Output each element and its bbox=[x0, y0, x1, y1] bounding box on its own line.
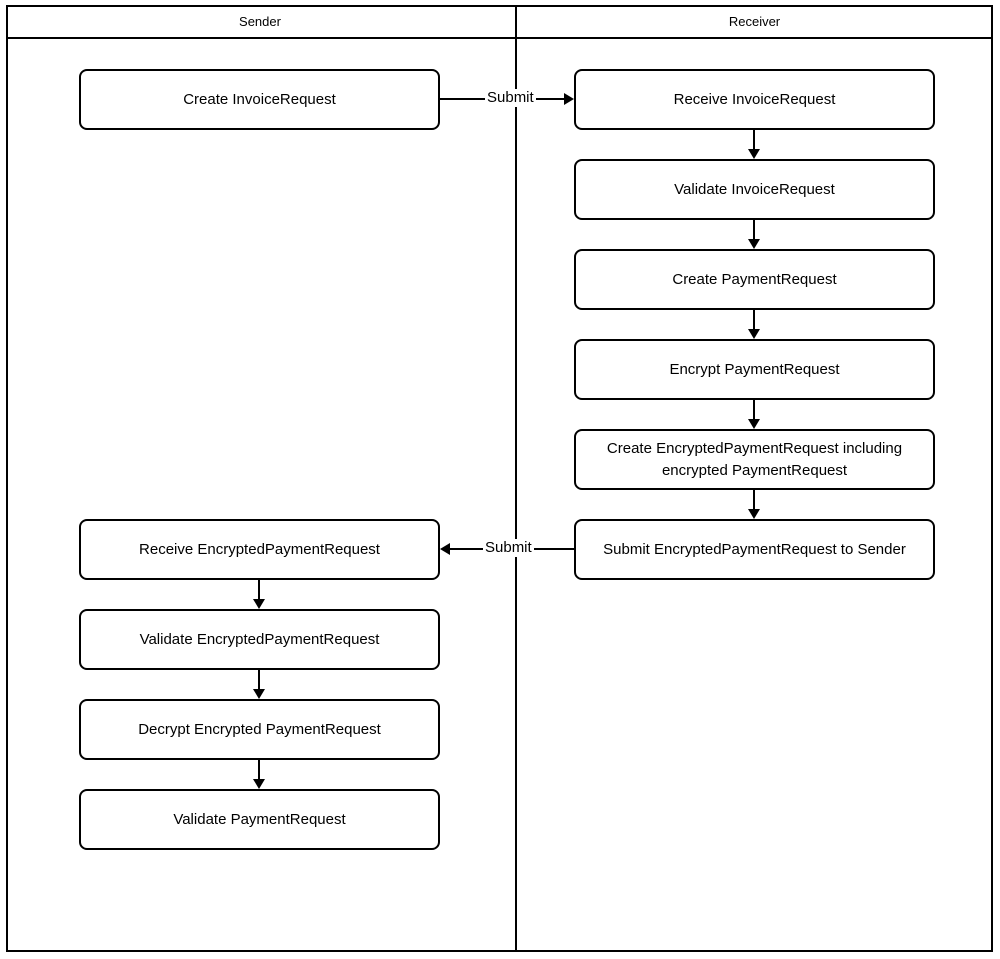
edge-n4-n5-line bbox=[753, 310, 755, 331]
edge-n8-n9-arrowhead bbox=[253, 599, 265, 609]
edge-n2-n3-arrowhead bbox=[748, 149, 760, 159]
edge-submit-encryptedpaymentrequest-arrowhead bbox=[440, 543, 450, 555]
node-validate-encryptedpaymentrequest[interactable]: Validate EncryptedPaymentRequest bbox=[79, 609, 440, 670]
lane-divider bbox=[515, 7, 517, 950]
node-create-invoicerequest[interactable]: Create InvoiceRequest bbox=[79, 69, 440, 130]
edge-n5-n6-arrowhead bbox=[748, 419, 760, 429]
edge-n10-n11-line bbox=[258, 760, 260, 781]
edge-label-submit-invoicerequest: Submit bbox=[485, 89, 536, 107]
node-validate-paymentrequest[interactable]: Validate PaymentRequest bbox=[79, 789, 440, 850]
edge-submit-invoicerequest-arrowhead bbox=[564, 93, 574, 105]
node-create-encryptedpaymentrequest[interactable]: Create EncryptedPaymentRequest including… bbox=[574, 429, 935, 490]
node-receive-invoicerequest[interactable]: Receive InvoiceRequest bbox=[574, 69, 935, 130]
node-decrypt-encrypted-paymentrequest[interactable]: Decrypt Encrypted PaymentRequest bbox=[79, 699, 440, 760]
edge-n6-n7-line bbox=[753, 490, 755, 511]
edge-n5-n6-line bbox=[753, 400, 755, 421]
node-encrypt-paymentrequest[interactable]: Encrypt PaymentRequest bbox=[574, 339, 935, 400]
edge-n10-n11-arrowhead bbox=[253, 779, 265, 789]
node-create-paymentrequest[interactable]: Create PaymentRequest bbox=[574, 249, 935, 310]
edge-n9-n10-line bbox=[258, 670, 260, 691]
edge-n8-n9-line bbox=[258, 580, 260, 601]
node-receive-encryptedpaymentrequest[interactable]: Receive EncryptedPaymentRequest bbox=[79, 519, 440, 580]
lane-header-sender: Sender bbox=[239, 13, 281, 29]
edge-n2-n3-line bbox=[753, 130, 755, 151]
edge-n9-n10-arrowhead bbox=[253, 689, 265, 699]
edge-label-submit-encryptedpaymentrequest: Submit bbox=[483, 539, 534, 557]
edge-n3-n4-line bbox=[753, 220, 755, 241]
node-validate-invoicerequest[interactable]: Validate InvoiceRequest bbox=[574, 159, 935, 220]
edge-n6-n7-arrowhead bbox=[748, 509, 760, 519]
edge-n4-n5-arrowhead bbox=[748, 329, 760, 339]
lane-header-band: Sender Receiver bbox=[6, 5, 993, 39]
edge-n3-n4-arrowhead bbox=[748, 239, 760, 249]
lane-header-receiver: Receiver bbox=[728, 13, 781, 29]
node-submit-encryptedpaymentrequest[interactable]: Submit EncryptedPaymentRequest to Sender bbox=[574, 519, 935, 580]
